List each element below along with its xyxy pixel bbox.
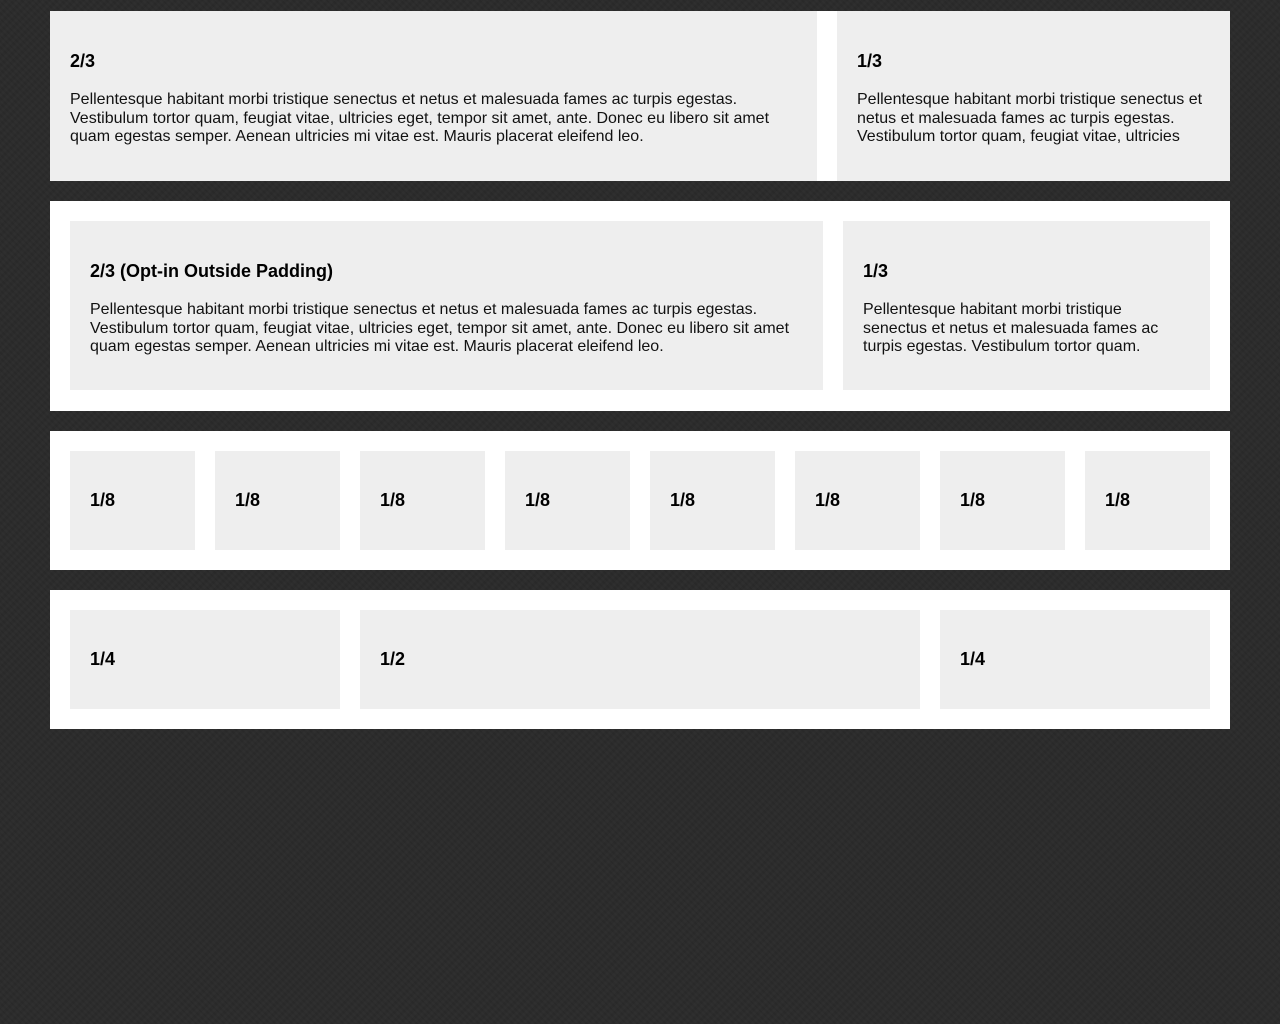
cell-title: 1/2 [380,649,406,669]
cell-title: 1/8 [90,490,116,510]
grid-cell-eighth: 1/8 [940,451,1065,550]
cell-title: 1/3 [857,51,883,71]
grid-cell-eighth: 1/8 [360,451,485,550]
grid-cell-quarter: 1/4 [70,610,340,709]
cell-title: 2/3 [70,51,96,71]
cell-title: 2/3 (Opt-in Outside Padding) [90,261,333,281]
cell-title: 1/8 [235,490,261,510]
grid-cell-half: 1/2 [360,610,920,709]
cell-title: 1/3 [863,261,889,281]
cell-title: 1/8 [1105,490,1131,510]
cell-title: 1/4 [960,649,986,669]
cell-text: Pellentesque habitant morbi tristique se… [863,301,1159,355]
grid-cell-eighth: 1/8 [70,451,195,550]
grid-row-thirds-padded: 2/3 (Opt-in Outside Padding) Pellentesqu… [50,201,1230,411]
grid-cell-eighth: 1/8 [795,451,920,550]
cell-title: 1/4 [90,649,116,669]
cell-title: 1/8 [960,490,986,510]
cell-title: 1/8 [380,490,406,510]
cell-title: 1/8 [525,490,551,510]
cell-text: Pellentesque habitant morbi tristique se… [70,91,770,145]
grid-cell-one-third: 1/3 Pellentesque habitant morbi tristiqu… [843,221,1210,390]
grid-cell-two-thirds: 2/3 Pellentesque habitant morbi tristiqu… [50,11,817,181]
cell-title: 1/8 [815,490,841,510]
grid-row-quarters: 1/4 1/2 1/4 [50,590,1230,729]
cell-text: Pellentesque habitant morbi tristique se… [90,301,790,355]
cell-title: 1/8 [670,490,696,510]
grid-cell-two-thirds: 2/3 (Opt-in Outside Padding) Pellentesqu… [70,221,823,390]
grid-cell-one-third: 1/3 Pellentesque habitant morbi tristiqu… [837,11,1230,181]
grid-row-eighths: 1/8 1/8 1/8 1/8 1/8 1/8 1/8 1/8 [50,431,1230,570]
cell-text: Pellentesque habitant morbi tristique se… [857,91,1203,145]
grid-cell-eighth: 1/8 [505,451,630,550]
grid-cell-eighth: 1/8 [650,451,775,550]
grid-cell-quarter: 1/4 [940,610,1210,709]
grid-cell-eighth: 1/8 [1085,451,1210,550]
grid-cell-eighth: 1/8 [215,451,340,550]
grid-row-thirds: 2/3 Pellentesque habitant morbi tristiqu… [50,11,1230,181]
